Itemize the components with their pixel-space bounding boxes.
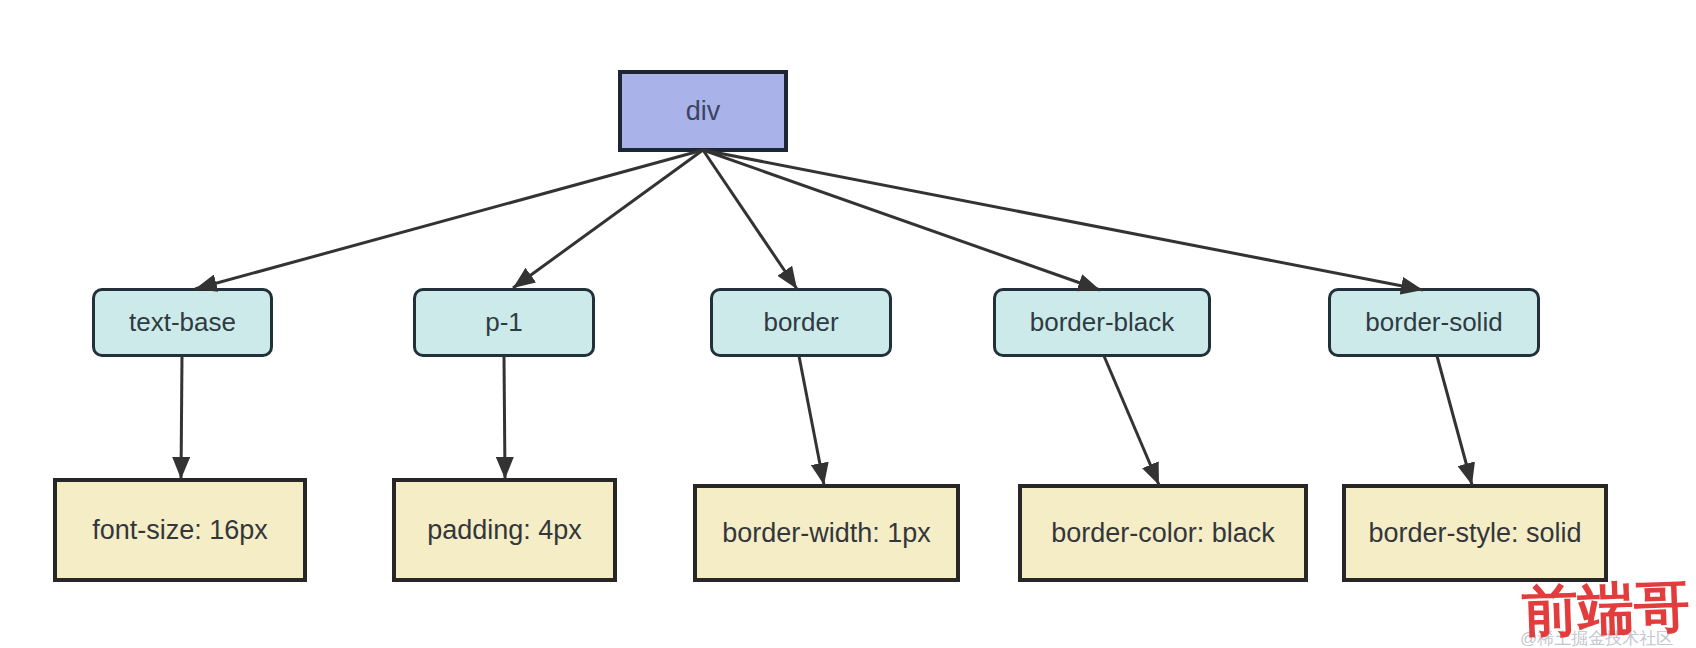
edge-p-1-to-padding — [504, 356, 505, 479]
edge-border-to-border-width — [799, 356, 824, 485]
edge-div-to-p-1 — [513, 150, 703, 288]
edge-div-to-border-black — [703, 150, 1100, 290]
edge-div-to-border — [703, 150, 797, 289]
edge-border-black-to-border-color — [1104, 356, 1159, 485]
edge-text-base-to-font-size — [181, 356, 182, 479]
watermark-title: 前端哥 — [1521, 569, 1692, 648]
edge-div-to-border-solid — [703, 150, 1423, 290]
edge-border-solid-to-border-style — [1437, 356, 1472, 485]
edge-div-to-text-base — [195, 150, 703, 289]
